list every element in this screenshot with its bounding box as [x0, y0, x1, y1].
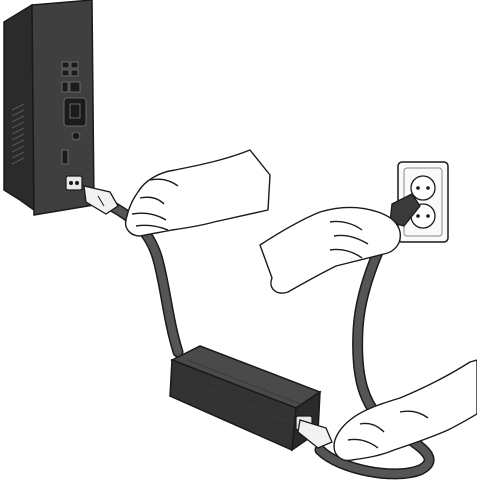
power-supply-brick [169, 345, 322, 452]
brick-plug [297, 419, 333, 449]
console-ports [61, 61, 87, 165]
console-power-port [65, 175, 83, 191]
hand-holding-wall-plug [259, 206, 401, 294]
console-vents [11, 103, 25, 165]
console-side [3, 3, 35, 212]
console [3, 0, 95, 216]
outlet-socket-top [410, 175, 436, 201]
hand-holding-brick-plug [333, 359, 477, 462]
console-plug [83, 185, 119, 215]
hand-holding-console-plug [124, 149, 271, 237]
